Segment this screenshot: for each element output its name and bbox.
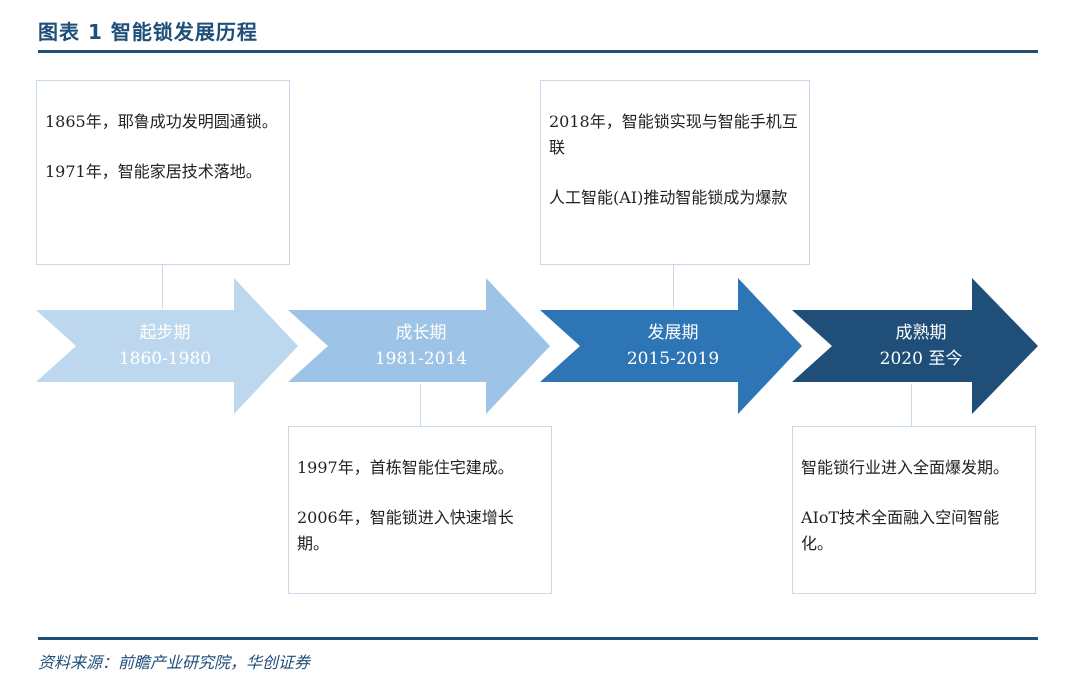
- stage-period: 2020 至今: [879, 349, 963, 369]
- arrow-stage-1: [36, 278, 298, 414]
- stage-period: 1860-1980: [118, 349, 212, 369]
- event-text: 2018年，智能锁实现与智能手机互联: [549, 112, 798, 157]
- stage-name: 发展期: [647, 323, 699, 343]
- stage-name: 成熟期: [895, 323, 947, 343]
- connector-2: [420, 384, 421, 428]
- stage-name: 起步期: [139, 323, 191, 343]
- stage-period: 1981-2014: [374, 349, 468, 369]
- top-rule: [38, 50, 1038, 53]
- bottom-rule: [38, 637, 1038, 640]
- connector-3: [673, 264, 674, 308]
- source-note: 资料来源：前瞻产业研究院，华创证券: [38, 653, 311, 672]
- event-text: 1997年，首栋智能住宅建成。: [297, 458, 514, 477]
- event-box-3: 2018年，智能锁实现与智能手机互联 人工智能(AI)推动智能锁成为爆款: [540, 80, 810, 265]
- arrow-stage-2: [288, 278, 550, 414]
- event-text: AIoT技术全面融入空间智能化。: [801, 508, 1000, 553]
- arrow-stage-4: [792, 278, 1038, 414]
- stage-label-4: 成熟期 2020 至今: [846, 320, 996, 372]
- stage-period: 2015-2019: [626, 349, 720, 369]
- connector-4: [911, 384, 912, 428]
- stage-label-3: 发展期 2015-2019: [598, 320, 748, 372]
- arrow-stage-3: [540, 278, 802, 414]
- event-box-4: 智能锁行业进入全面爆发期。 AIoT技术全面融入空间智能化。: [792, 426, 1036, 594]
- event-text: 2006年，智能锁进入快速增长期。: [297, 508, 514, 553]
- event-box-1: 1865年，耶鲁成功发明圆通锁。 1971年，智能家居技术落地。: [36, 80, 290, 265]
- stage-label-1: 起步期 1860-1980: [90, 320, 240, 372]
- event-box-2: 1997年，首栋智能住宅建成。 2006年，智能锁进入快速增长期。: [288, 426, 552, 594]
- connector-1: [162, 264, 163, 308]
- event-text: 智能锁行业进入全面爆发期。: [801, 458, 1010, 477]
- event-text: 1865年，耶鲁成功发明圆通锁。: [45, 112, 278, 131]
- stage-label-2: 成长期 1981-2014: [346, 320, 496, 372]
- stage-name: 成长期: [395, 323, 447, 343]
- event-text: 1971年，智能家居技术落地。: [45, 162, 262, 181]
- figure-title: 图表 1 智能锁发展历程: [38, 20, 258, 44]
- event-text: 人工智能(AI)推动智能锁成为爆款: [549, 188, 788, 207]
